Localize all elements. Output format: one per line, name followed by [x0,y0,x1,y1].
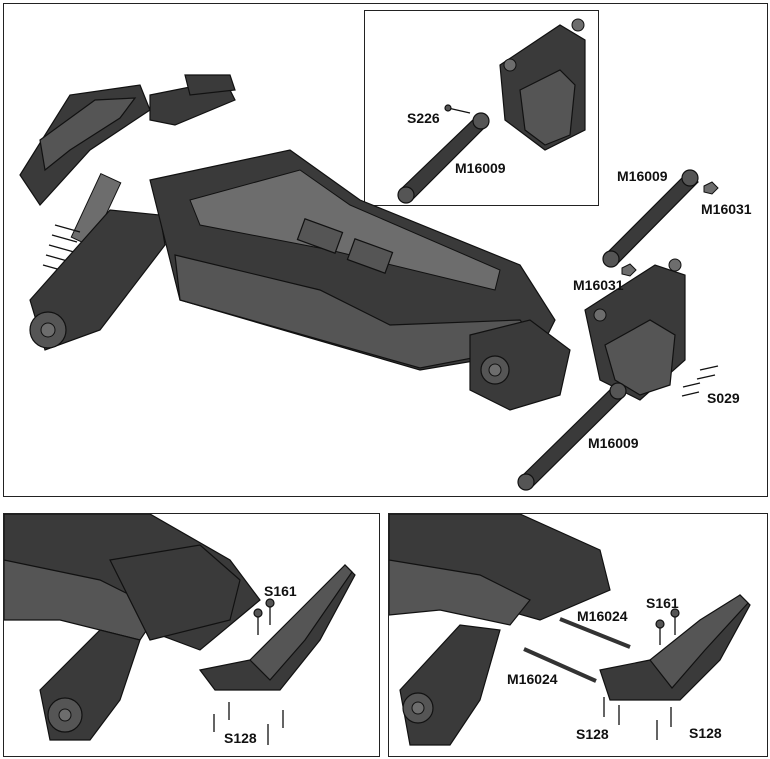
label-m16009-inset: M16009 [455,160,506,176]
label-m16009-bottom: M16009 [588,435,639,451]
label-s029: S029 [707,390,740,406]
chassis-drawing [19,74,571,411]
label-m16024-bottom: M16024 [507,671,558,687]
label-s128-right-a: S128 [576,726,609,742]
label-s128-right-b: S128 [689,725,722,741]
label-m16024-top: M16024 [577,608,628,624]
bottom-right-drawing [389,514,751,746]
label-m16031-top: M16031 [701,201,752,217]
label-s226: S226 [407,110,440,126]
label-m16009-top: M16009 [617,168,668,184]
bottom-left-drawing [4,514,356,745]
label-s161-left: S161 [264,583,297,599]
inset-tower-drawing [397,18,586,204]
rear-tower-parts [517,169,719,491]
label-m16031-bottom: M16031 [573,277,624,293]
label-s128-left: S128 [224,730,257,746]
label-s161-right: S161 [646,595,679,611]
